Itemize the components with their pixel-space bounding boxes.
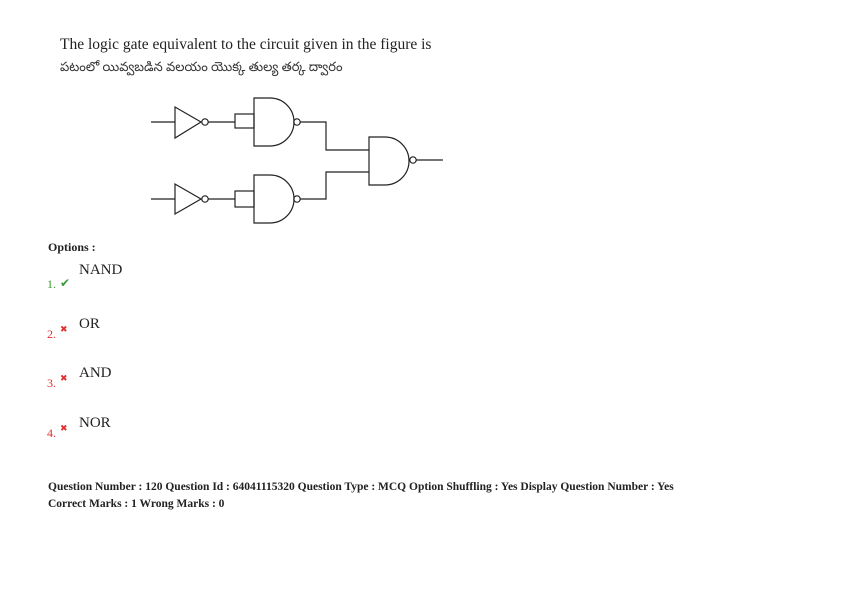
option-text: OR	[79, 316, 100, 332]
question-text-english: The logic gate equivalent to the circuit…	[60, 36, 432, 53]
nand-gate-output	[368, 136, 410, 186]
option-text: NAND	[79, 262, 123, 278]
question-text-telugu: పటంలో యివ్వబడిన వలయం యొక్క తుల్య తర్క ద్…	[60, 59, 343, 74]
option-number: 1.	[47, 277, 56, 291]
circuit-diagram	[151, 97, 443, 224]
nand-gate-top	[253, 97, 295, 147]
question-meta-line2: Correct Marks : 1 Wrong Marks : 0	[48, 498, 225, 510]
inverter-bottom	[174, 182, 203, 216]
output-nand	[368, 136, 443, 186]
top-branch	[151, 97, 369, 151]
option-number: 4.	[47, 426, 56, 440]
options-label: Options :	[48, 240, 96, 254]
inverter-top	[174, 105, 203, 140]
option-text: AND	[79, 365, 112, 381]
bottom-branch	[151, 171, 369, 224]
cross-icon: ✖	[60, 324, 68, 334]
cross-icon: ✖	[60, 373, 68, 383]
option-number: 3.	[47, 376, 56, 390]
option-text: NOR	[79, 415, 111, 431]
cross-icon: ✖	[60, 423, 68, 433]
option-number: 2.	[47, 327, 56, 341]
check-icon: ✔	[60, 276, 71, 290]
nand-gate-bottom	[253, 174, 295, 224]
question-meta-line1: Question Number : 120 Question Id : 6404…	[48, 481, 674, 493]
